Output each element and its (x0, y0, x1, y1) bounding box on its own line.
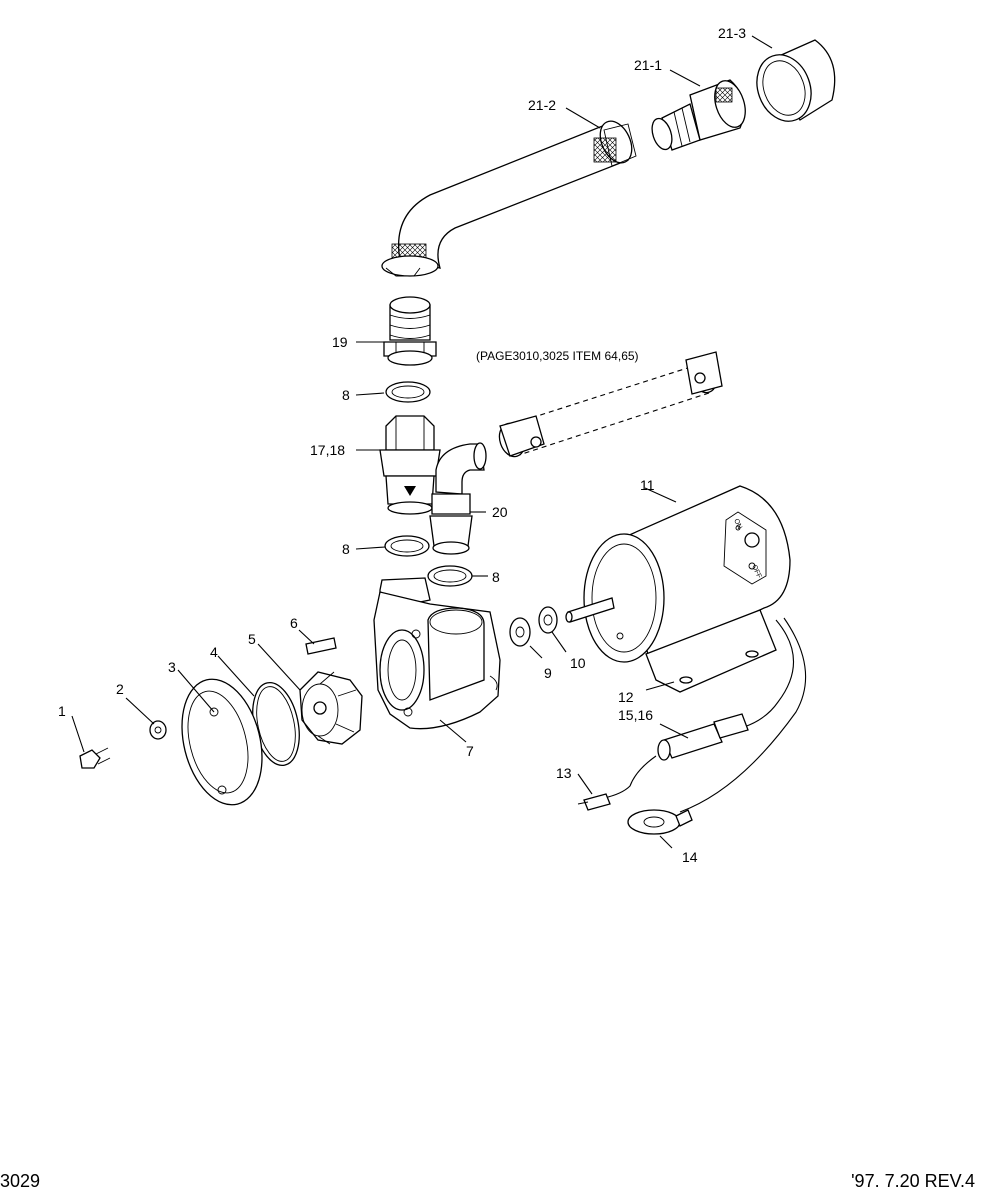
callout-21-3: 21-3 (718, 25, 746, 41)
callout-1: 1 (58, 703, 66, 719)
callout-12: 12 (618, 689, 634, 705)
callout-20: 20 (492, 504, 508, 520)
part-5-impeller (299, 671, 363, 745)
part-17-18-check-valve (379, 415, 441, 515)
callout-6: 6 (290, 615, 298, 631)
part-8-o-ring-right (427, 565, 473, 587)
part-12-motor-base (645, 609, 777, 693)
part-3-cover-plate (181, 678, 263, 806)
part-1-bolt (79, 747, 111, 769)
callout-17-18: 17,18 (310, 442, 345, 458)
callout-8-right: 8 (492, 569, 500, 585)
callout-2: 2 (116, 681, 124, 697)
callout-19: 19 (332, 334, 348, 350)
callout-21-2: 21-2 (528, 97, 556, 113)
part-19-hose-fitting (383, 296, 437, 366)
page-number: 3029 (0, 1171, 41, 1191)
callout-8-upper: 8 (342, 387, 350, 403)
callout-8-middle: 8 (342, 541, 350, 557)
part-21-3-sleeve (756, 39, 836, 122)
part-13-14-15-16-cable (577, 617, 807, 835)
part-11-motor: ON OFF (565, 485, 791, 663)
leader-lines (71, 35, 773, 849)
part-7-pump-housing (373, 577, 501, 730)
part-10-washer (538, 606, 558, 634)
part-21-2-suction-pipe (381, 120, 637, 277)
callout-21-1: 21-1 (634, 57, 662, 73)
part-21-1-strainer-adapter (651, 79, 746, 151)
callout-7: 7 (466, 743, 474, 759)
switch-on-label: ON (732, 518, 743, 530)
referenced-hose (498, 351, 723, 458)
callout-14: 14 (682, 849, 698, 865)
callout-5: 5 (248, 631, 256, 647)
part-8-o-ring-upper (385, 381, 431, 403)
part-8-o-ring-middle (384, 535, 430, 557)
callout-4: 4 (210, 644, 218, 660)
part-20-elbow (429, 442, 487, 555)
callout-11: 11 (640, 477, 655, 493)
callout-10: 10 (570, 655, 586, 671)
reference-note: (PAGE3010,3025 ITEM 64,65) (476, 349, 639, 363)
callout-labels: 21-3 21-1 21-2 19 (PAGE3010,3025 ITEM 64… (58, 25, 746, 865)
revision-date: '97. 7.20 REV.4 (851, 1171, 975, 1191)
callout-9: 9 (544, 665, 552, 681)
callout-13: 13 (556, 765, 572, 781)
part-6-key (305, 637, 337, 655)
part-9-washer (509, 617, 531, 647)
callout-3: 3 (168, 659, 176, 675)
part-2-washer (149, 720, 167, 740)
callout-15-16: 15,16 (618, 707, 653, 723)
